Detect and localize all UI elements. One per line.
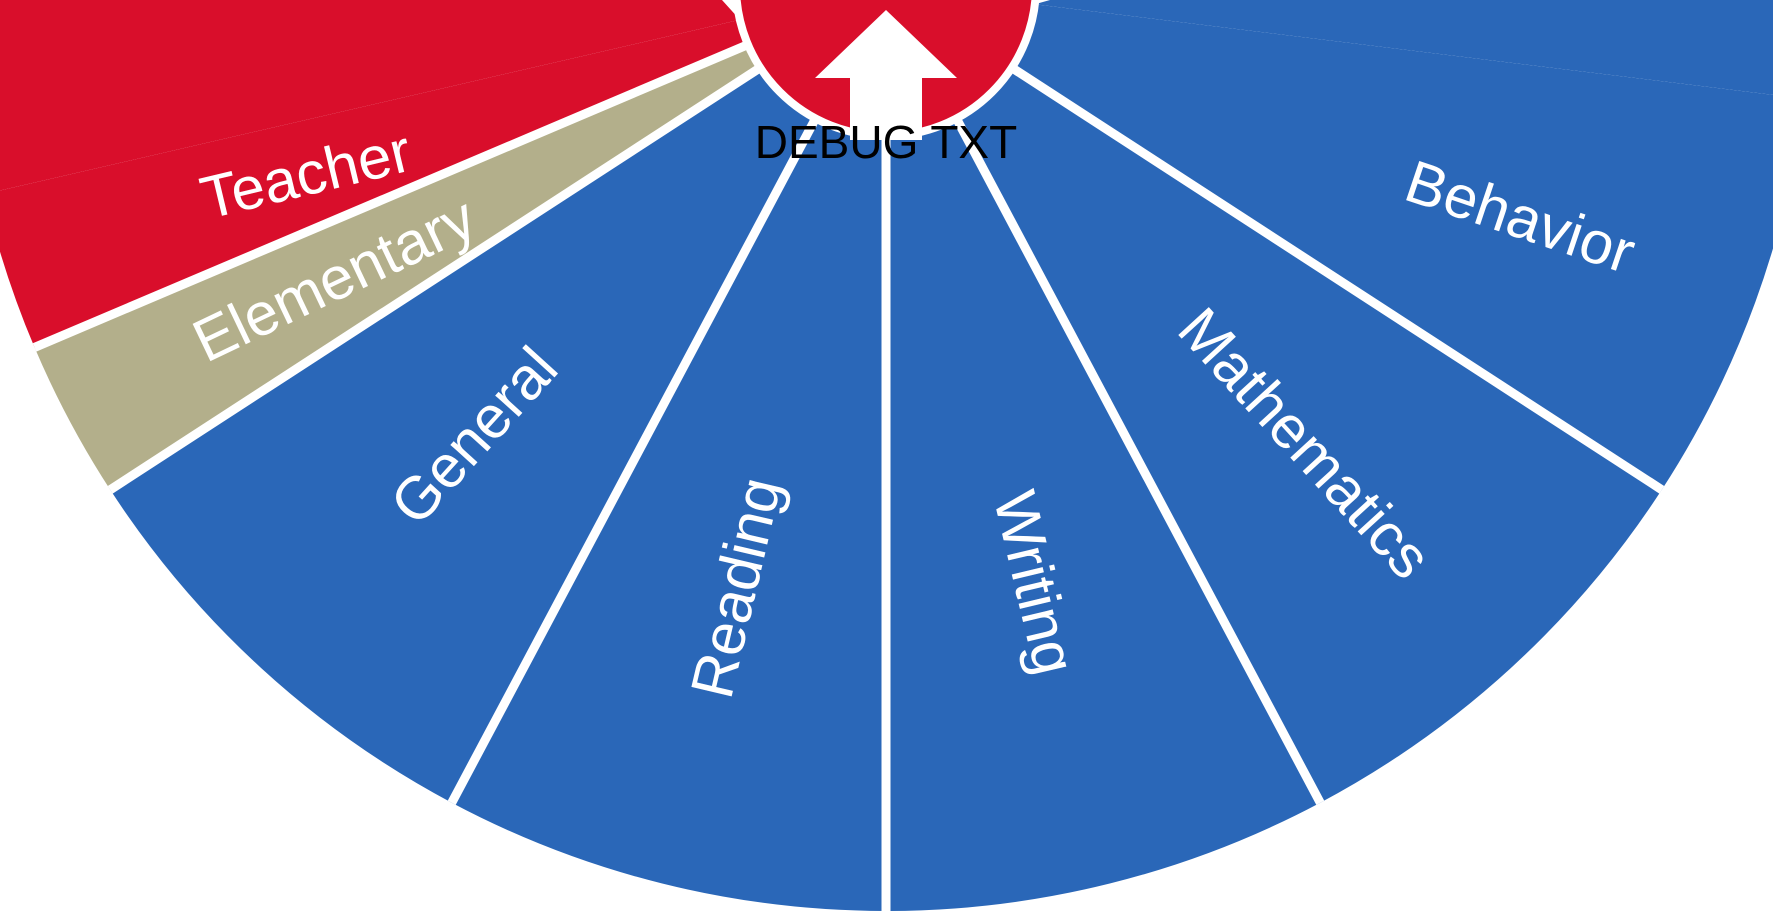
segment-divider	[952, 116, 1325, 805]
segment-writing[interactable]	[886, 118, 1321, 911]
behavior-segment-top-fill	[1034, 0, 1773, 95]
home-icon[interactable]	[815, 10, 957, 140]
segment-divider	[32, 40, 750, 352]
segment-reading[interactable]	[451, 118, 886, 911]
segment-teacher[interactable]	[0, 19, 748, 348]
segment-divider	[1009, 63, 1665, 494]
segment-dividers	[32, 40, 1665, 911]
teacher-segment-top-fill	[0, 0, 740, 191]
segment-mathematics[interactable]	[956, 67, 1662, 803]
segment-divider	[447, 116, 820, 805]
debug-label: DEBUG TXT	[755, 116, 1017, 168]
segment-general[interactable]	[110, 67, 816, 803]
segment-elementary[interactable]	[34, 44, 761, 490]
segment-behavior[interactable]	[1011, 4, 1773, 490]
home-button[interactable]: DEBUG TXT	[732, 0, 1040, 168]
segment-divider	[107, 63, 763, 494]
